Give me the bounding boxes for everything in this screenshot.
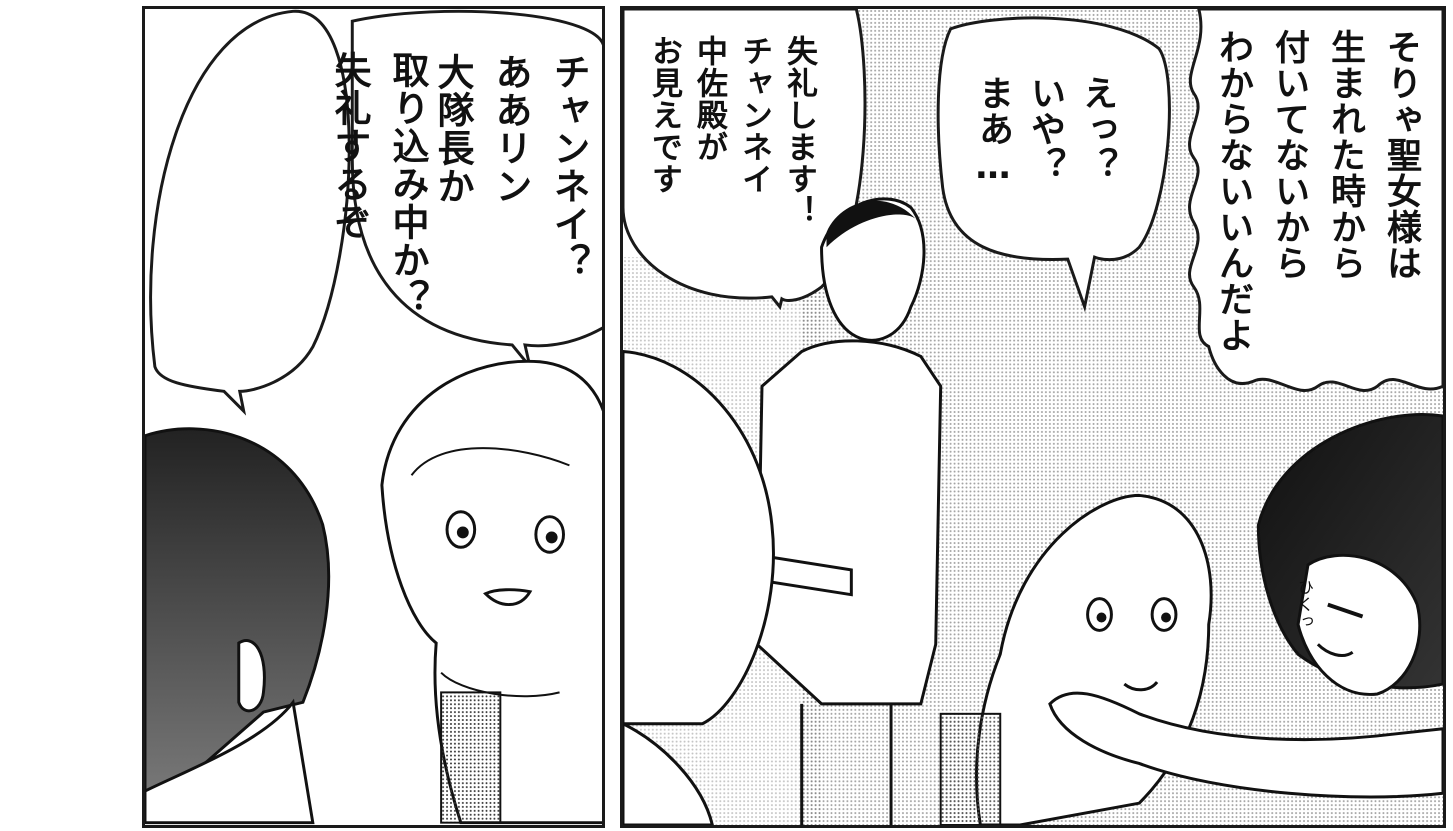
speech-bubble-right-2 (936, 16, 1171, 313)
character-arm (1048, 691, 1443, 799)
speech-bubble-left-1 (149, 9, 351, 416)
dialogue-left-2: チャンネイ？ ああリン 大隊長か (431, 53, 590, 281)
panel-left-artwork (145, 9, 602, 825)
character-soldier (820, 197, 926, 342)
comic-panel-right: 失礼します！ チャンネイ 中佐殿が お見えです えっ？ いや？ まあ… そりゃ聖… (620, 6, 1446, 828)
character-dark-hair (145, 427, 331, 793)
dialogue-right-1: 失礼します！ チャンネイ 中佐殿が お見えです (646, 35, 817, 227)
comic-panel-left: 取り込み中か？ 失礼するぞ チャンネイ？ ああリン 大隊長か (142, 6, 605, 828)
character-ponytail (623, 349, 775, 726)
speech-bubble-right-1 (623, 9, 867, 311)
dialogue-right-2: えっ？ いや？ まあ… (973, 75, 1117, 188)
dialogue-left-1: 取り込み中か？ 失礼するぞ (328, 51, 429, 317)
sfx-sweat: ひくっ (1295, 579, 1314, 630)
speech-bubble-left-2 (350, 9, 602, 368)
dialogue-right-3: そりゃ聖女様は 生まれた時から 付いてないから わからないいんだよ (1213, 29, 1421, 353)
thought-bubble-right-3 (1188, 9, 1443, 392)
panel-right-artwork (623, 9, 1443, 825)
